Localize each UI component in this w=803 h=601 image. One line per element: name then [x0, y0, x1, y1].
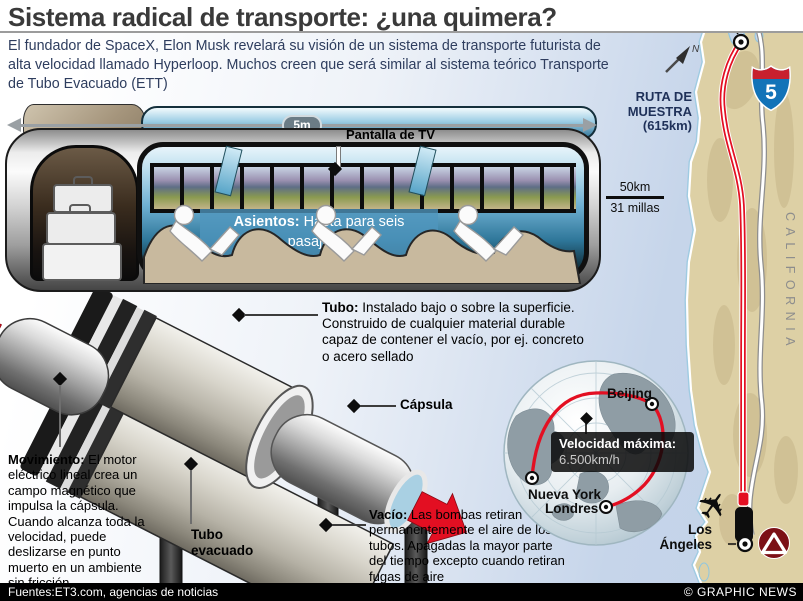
londres-label: Londres: [545, 501, 598, 516]
footer-bar: Fuentes:ET3.com, agencias de noticias © …: [0, 583, 803, 601]
intro-paragraph: El fundador de SpaceX, Elon Musk revelar…: [8, 38, 609, 92]
max-speed-label: Velocidad máxima:: [559, 436, 677, 451]
suitcase-handle: [73, 176, 93, 188]
vacio-callout-bold: Vacío:: [369, 507, 408, 522]
scale-miles: 31 millas: [610, 201, 660, 215]
seats-caption-bold: Asientos:: [233, 214, 300, 230]
state-label: CALIFORNIA: [783, 212, 797, 352]
tubo-callout: Tubo: Instalado bajo o sobre la superfic…: [322, 300, 584, 365]
suitcase: [42, 243, 122, 281]
movimiento-callout: Movimiento: El motor eléctrico lineal cr…: [8, 452, 160, 591]
los-angeles-label: Los Ángeles: [659, 522, 712, 552]
tube-illustration: [0, 292, 468, 592]
tubo-evacuado-leader: [190, 470, 192, 524]
nueva-york-label: Nueva York: [528, 487, 602, 502]
tube-open-end: [245, 384, 468, 545]
page-title: Sistema radical de transporte: ¿una quim…: [8, 2, 557, 32]
california-route-map: N 5 CALIFORNIA: [665, 0, 803, 583]
arrow-left-icon: [7, 118, 21, 132]
map-scale: 50km 31 millas: [606, 180, 664, 215]
interstate-number: 5: [765, 81, 777, 104]
capsula-callout: Cápsula: [400, 397, 453, 412]
max-speed-box: Velocidad máxima: 6.500km/h: [551, 432, 694, 472]
arrow-right-icon: [583, 118, 597, 132]
san-francisco-marker: [732, 33, 750, 51]
route-center: [721, 41, 745, 500]
concrete-tube-lower: [20, 376, 395, 592]
tv-screen-label: Pantalla de TV: [346, 127, 435, 142]
vacio-callout: Vacío: Las bombas retiran permanentement…: [369, 507, 569, 584]
los-angeles-marker: [736, 535, 754, 553]
interstate-5-shield: 5: [751, 65, 791, 112]
passenger: [453, 204, 524, 262]
londres-marker: [599, 500, 613, 514]
scale-km: 50km: [619, 180, 651, 194]
passenger: [169, 204, 240, 262]
nueva-york-marker: [525, 471, 539, 485]
movimiento-callout-text: El motor eléctrico lineal crea un campo …: [8, 452, 145, 590]
suitcase-handle: [69, 204, 91, 216]
capsule-emerging: [0, 304, 110, 416]
capsula-leader: [360, 405, 396, 407]
tubo-callout-bold: Tubo:: [322, 300, 359, 315]
passenger: [311, 204, 382, 262]
tubo-callout-text: Instalado bajo o sobre la superficie. Co…: [322, 300, 584, 364]
tv-screen-label-text: Pantalla de TV: [346, 127, 435, 142]
sources-text: Fuentes:ET3.com, agencias de noticias: [8, 585, 219, 599]
motion-arrow-icon: [407, 491, 468, 545]
suitcase: [46, 212, 116, 245]
credit-text: © GRAPHIC NEWS: [683, 585, 797, 599]
tubo-evacuado-callout: Tubo evacuado: [191, 527, 254, 558]
graphic-news-logo: [758, 527, 790, 559]
title-bar: [0, 0, 803, 32]
north-arrow-icon: N: [665, 44, 700, 73]
highway-i5: [748, 13, 766, 536]
seats-and-passengers: [143, 204, 582, 284]
beijing-marker: [645, 397, 659, 411]
scale-bar: [606, 196, 664, 199]
beijing-label: Beijing: [607, 386, 652, 401]
svg-text:N: N: [692, 44, 700, 55]
luggage-bay: [30, 145, 139, 281]
max-speed-value: 6.500km/h: [559, 451, 620, 467]
cabin-interior: Asientos: Hasta para seis pasajeros: [137, 142, 589, 284]
vacio-callout-text: Las bombas retiran permanentemente el ai…: [369, 507, 565, 584]
island: [698, 562, 710, 582]
title-rule: [0, 31, 803, 33]
tubo-leader: [244, 314, 318, 316]
capsule-map-icon: [735, 491, 753, 542]
route-sample-label: RUTA DE MUESTRA (615km): [627, 89, 692, 133]
movimiento-callout-bold: Movimiento:: [8, 452, 85, 467]
vacio-leader: [332, 524, 366, 526]
capsule-cross-section: 5m Asientos: Hasta para seis pasajeros: [5, 104, 601, 292]
movimiento-leader: [59, 385, 61, 447]
